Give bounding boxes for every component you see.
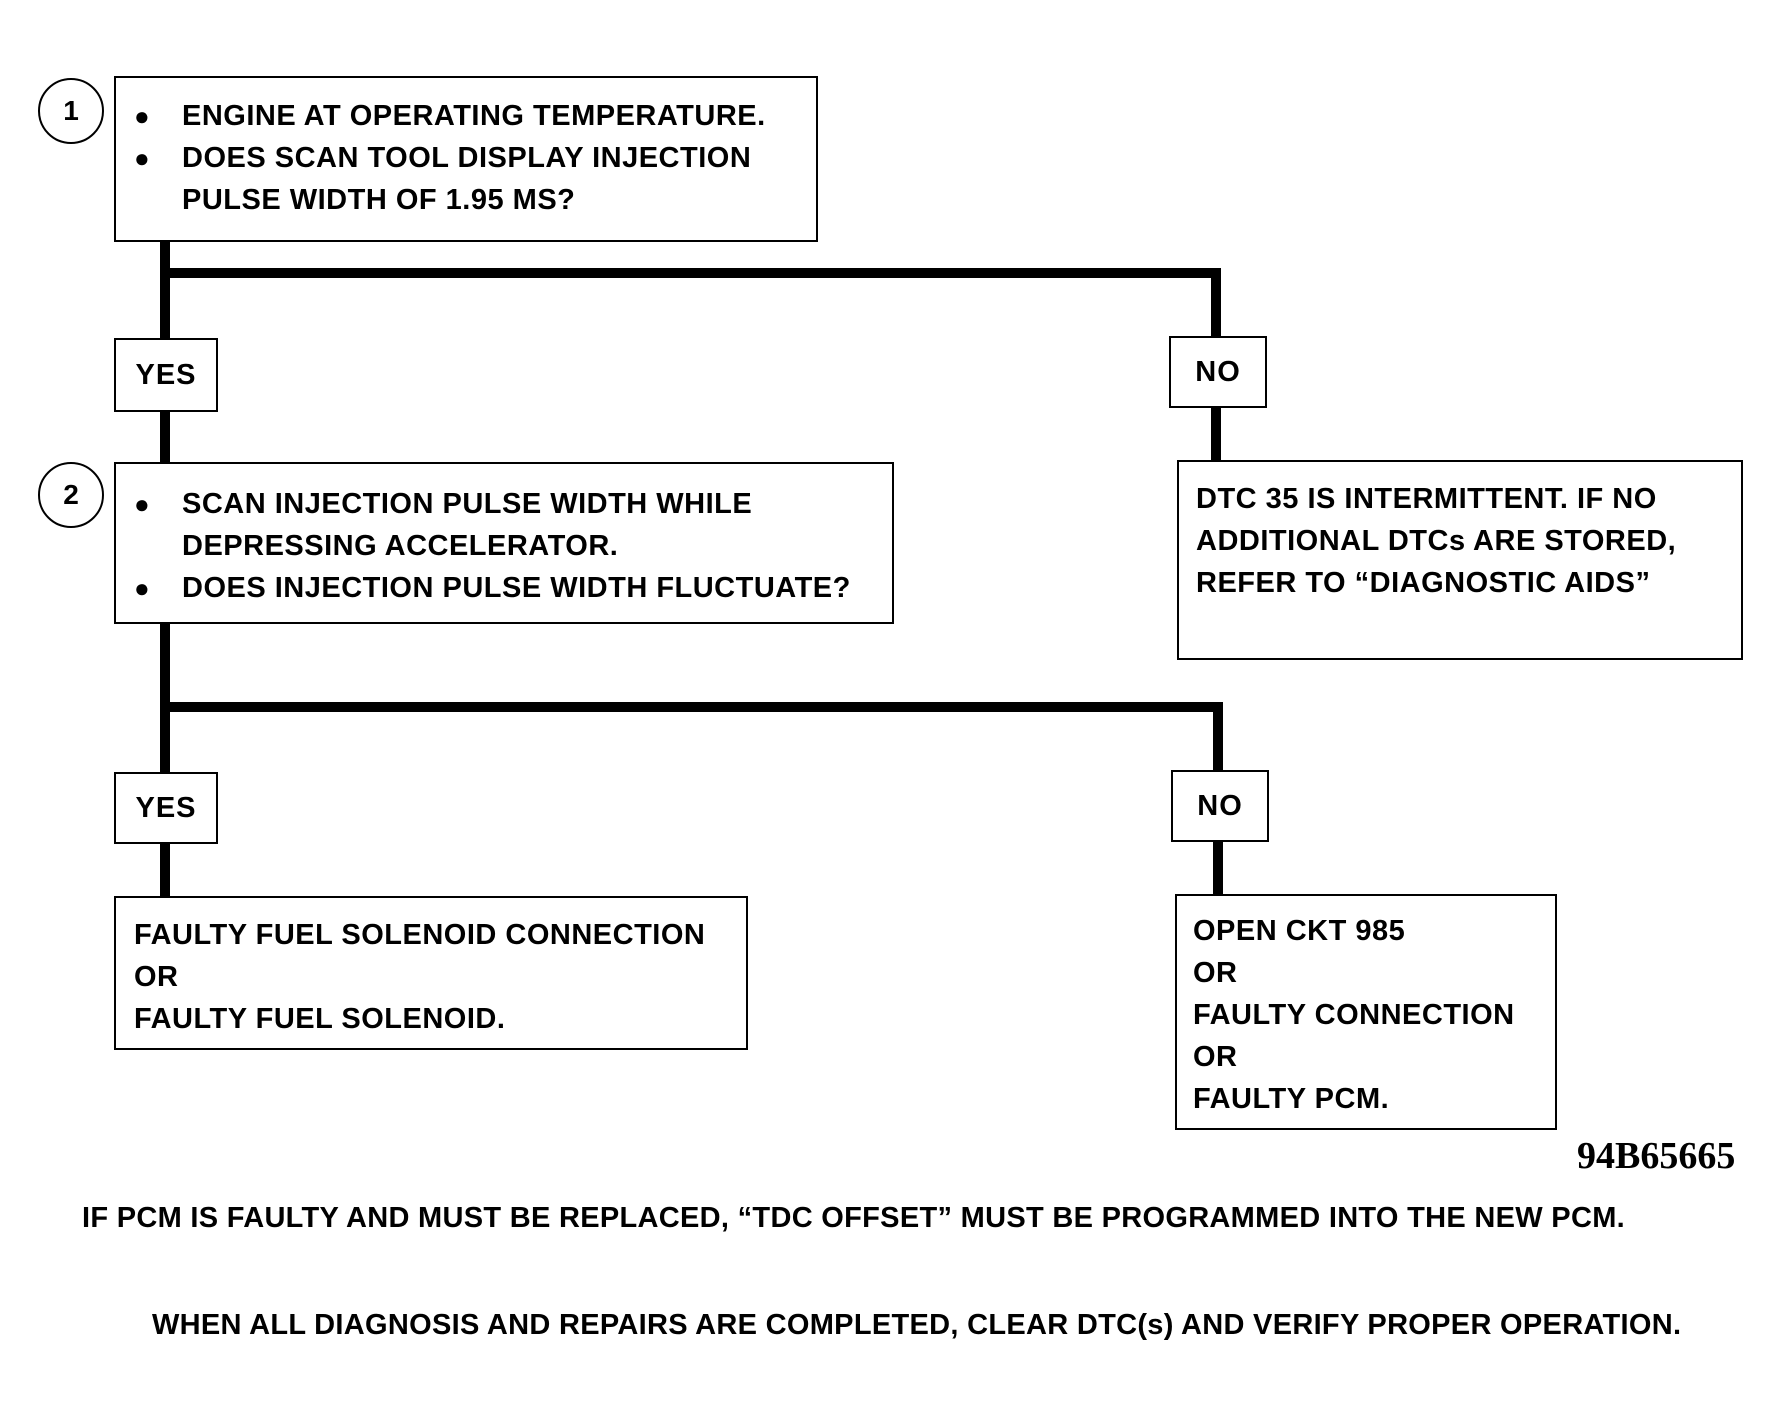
step1-line-2: ● DOES SCAN TOOL DISPLAY INJECTION (116, 137, 816, 179)
step1-no-label: NO (1169, 336, 1267, 408)
step1-yes-text: YES (135, 358, 197, 391)
step-number-1: 1 (38, 78, 104, 144)
connector-yes2-to-result (160, 842, 170, 898)
result-pcm-box: OPEN CKT 985 OR FAULTY CONNECTION OR FAU… (1175, 894, 1557, 1130)
connector-branch1-horizontal (160, 268, 1221, 278)
step2-yes-text: YES (135, 791, 197, 824)
connector-step2-down (160, 622, 170, 774)
step1-no-text: NO (1195, 355, 1241, 388)
step2-line-1: ● SCAN INJECTION PULSE WIDTH WHILE (116, 483, 892, 525)
step-number-2: 2 (38, 462, 104, 528)
step1-text-1: ENGINE AT OPERATING TEMPERATURE. (182, 100, 766, 132)
connector-no2-to-result (1213, 840, 1223, 896)
result-pcm-line-3: FAULTY CONNECTION (1193, 999, 1515, 1031)
result-solenoid-line-3: FAULTY FUEL SOLENOID. (134, 1003, 506, 1035)
step-number-1-label: 1 (63, 95, 79, 126)
result-solenoid-box: FAULTY FUEL SOLENOID CONNECTION OR FAULT… (114, 896, 748, 1050)
step2-text-1: SCAN INJECTION PULSE WIDTH WHILE (182, 488, 753, 520)
step2-line-3: ● DOES INJECTION PULSE WIDTH FLUCTUATE? (116, 567, 892, 609)
step1-box: ● ENGINE AT OPERATING TEMPERATURE. ● DOE… (114, 76, 818, 242)
step-number-2-label: 2 (63, 479, 79, 510)
step1-text-3: PULSE WIDTH OF 1.95 MS? (182, 184, 576, 216)
connector-step1-down (160, 240, 170, 340)
result-intermittent-box: DTC 35 IS INTERMITTENT. IF NO ADDITIONAL… (1177, 460, 1743, 660)
result-pcm-line-2: OR (1193, 957, 1238, 989)
step1-text-2: DOES SCAN TOOL DISPLAY INJECTION (182, 142, 752, 174)
connector-branch2-horizontal (160, 702, 1223, 712)
result-pcm-line-5: FAULTY PCM. (1193, 1083, 1390, 1115)
note-clear-dtc: WHEN ALL DIAGNOSIS AND REPAIRS ARE COMPL… (152, 1309, 1682, 1341)
connector-yes1-to-step2 (160, 410, 170, 466)
result-pcm-line-4: OR (1193, 1041, 1238, 1073)
step2-text-2: DEPRESSING ACCELERATOR. (182, 530, 619, 562)
connector-branch1-no-down (1211, 268, 1221, 338)
note-pcm-replacement: IF PCM IS FAULTY AND MUST BE REPLACED, “… (82, 1202, 1626, 1234)
figure-id: 94B65665 (1577, 1135, 1736, 1177)
step2-no-label: NO (1171, 770, 1269, 842)
result-intermittent-line-3: REFER TO “DIAGNOSTIC AIDS” (1196, 567, 1651, 599)
result-solenoid-line-2: OR (134, 961, 179, 993)
result-intermittent-line-2: ADDITIONAL DTCs ARE STORED, (1196, 525, 1677, 557)
step1-yes-label: YES (114, 338, 218, 412)
step2-no-text: NO (1197, 789, 1243, 822)
step2-box: ● SCAN INJECTION PULSE WIDTH WHILE DEPRE… (114, 462, 894, 624)
result-solenoid-line-1: FAULTY FUEL SOLENOID CONNECTION (134, 919, 706, 951)
result-pcm-line-1: OPEN CKT 985 (1193, 915, 1406, 947)
step1-line-1: ● ENGINE AT OPERATING TEMPERATURE. (116, 95, 816, 137)
step2-yes-label: YES (114, 772, 218, 844)
connector-no1-to-result (1211, 406, 1221, 462)
bullet-icon: ● (134, 489, 151, 519)
step2-line-2: DEPRESSING ACCELERATOR. (116, 525, 892, 567)
step1-line-3: PULSE WIDTH OF 1.95 MS? (116, 179, 816, 221)
result-intermittent-line-1: DTC 35 IS INTERMITTENT. IF NO (1196, 483, 1657, 515)
bullet-icon: ● (134, 573, 151, 603)
bullet-icon: ● (134, 143, 151, 173)
bullet-icon: ● (134, 101, 151, 131)
connector-branch2-no-down (1213, 702, 1223, 774)
step2-text-3: DOES INJECTION PULSE WIDTH FLUCTUATE? (182, 572, 851, 604)
